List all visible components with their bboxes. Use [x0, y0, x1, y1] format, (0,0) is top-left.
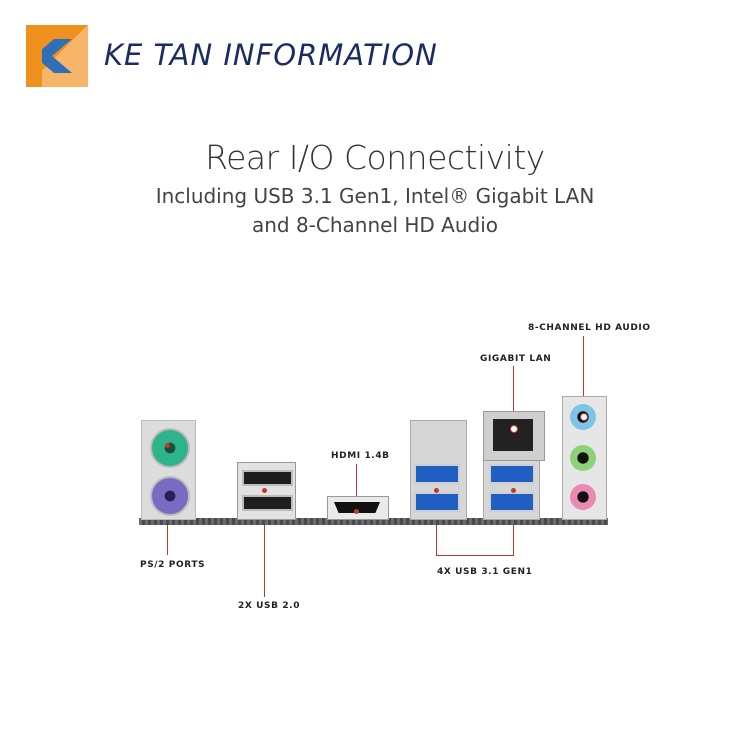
- callout-lan-dot: [510, 425, 518, 433]
- usb3-port-left-top: [414, 464, 460, 484]
- callout-usb2-line: [264, 490, 265, 597]
- brand-name: KE TAN INFORMATION: [104, 38, 438, 72]
- callout-usb3-dot-right: [511, 488, 516, 493]
- callout-lan-label: GIGABIT LAN: [480, 354, 552, 364]
- callout-usb3-connector: [436, 555, 514, 556]
- usb3-port-left-bottom: [414, 492, 460, 512]
- callout-audio-line: [583, 336, 584, 416]
- ps2-keyboard-port: [150, 476, 190, 516]
- usb3-port-right-top: [489, 464, 535, 484]
- audio-jack-pink: [570, 484, 596, 510]
- board-edge: [139, 518, 608, 525]
- subtitle-line-2: and 8-Channel HD Audio: [251, 213, 499, 237]
- callout-usb2-label: 2X USB 2.0: [238, 601, 301, 611]
- callout-hdmi-label: HDMI 1.4B: [331, 451, 390, 461]
- lan-port: [493, 419, 533, 451]
- callout-ps2-label: PS/2 PORTS: [140, 560, 206, 570]
- hdmi-port: [334, 502, 380, 513]
- page-title: Rear I/O Connectivity: [205, 138, 545, 177]
- subtitle-line-1: Including USB 3.1 Gen1, Intel® Gigabit L…: [155, 184, 595, 208]
- callout-audio-dot: [580, 413, 588, 421]
- audio-jack-green: [570, 445, 596, 471]
- ps2-mouse-port: [150, 428, 190, 468]
- callout-lan-line: [513, 366, 514, 428]
- brand-logo: [26, 25, 88, 87]
- usb2-port-top: [242, 470, 293, 486]
- usb3-port-right-bottom: [489, 492, 535, 512]
- callout-usb3-label: 4X USB 3.1 GEN1: [437, 567, 533, 577]
- callout-ps2-dot: [165, 443, 170, 448]
- callout-hdmi-dot: [354, 509, 359, 514]
- callout-hdmi-line: [356, 464, 357, 512]
- callout-usb3-dot-left: [434, 488, 439, 493]
- usb2-port-bottom: [242, 495, 293, 511]
- callout-usb2-dot: [262, 488, 267, 493]
- callout-audio-label: 8-CHANNEL HD AUDIO: [528, 323, 651, 333]
